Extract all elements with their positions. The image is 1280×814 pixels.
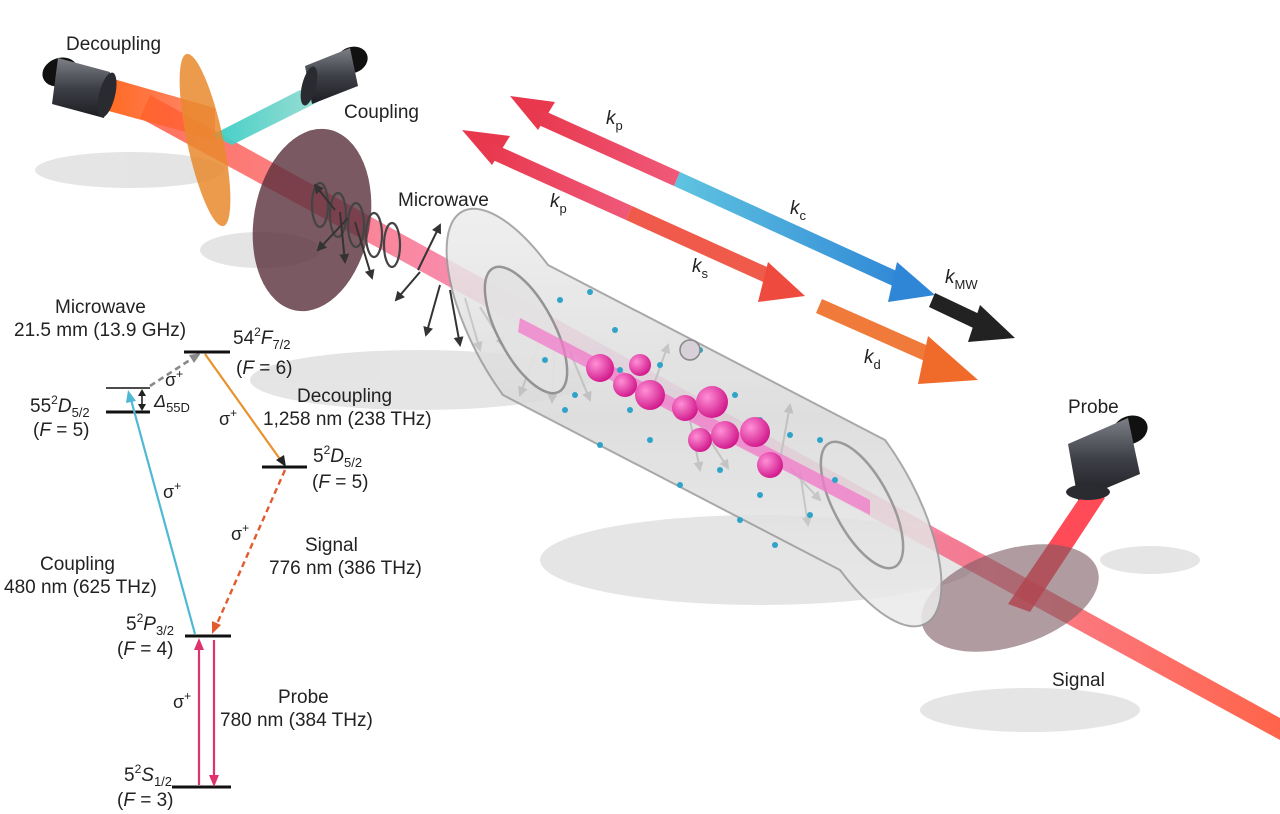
- microwave-transition-detail: 21.5 mm (13.9 GHz): [14, 320, 186, 341]
- microwave-field-icon: [310, 181, 402, 269]
- sigma-signal: σ+: [231, 521, 249, 544]
- dichroic-mirror-coupling: [252, 128, 372, 312]
- label-kp-lower: kp: [550, 191, 567, 216]
- decoupling-transition-detail: 1,258 nm (238 THz): [263, 409, 432, 430]
- coupling-laser-icon: [300, 46, 368, 106]
- decoupling-laser-label: Decoupling: [66, 34, 161, 55]
- sigma-decoupling: σ+: [219, 406, 237, 429]
- kd-arrowhead: [918, 336, 978, 384]
- signal-transition-name: Signal: [305, 535, 358, 556]
- level-label-5s12-f: (F = 3): [117, 790, 174, 811]
- optical-scene: [35, 46, 1280, 740]
- dichroic-mirror-output: [921, 544, 1099, 652]
- decoupling-transition-arrow: [204, 353, 283, 463]
- decoupling-transition-name: Decoupling: [297, 386, 392, 407]
- ks-arrowhead: [758, 262, 805, 302]
- level-label-54f72: 542F7/2: [233, 325, 291, 352]
- decoupling-laser-icon: [42, 57, 117, 118]
- level-label-55d52-f: (F = 5): [33, 420, 90, 441]
- kp-upper-shaft: [532, 108, 680, 186]
- detuning-label: Δ55D: [153, 391, 190, 415]
- level-label-5s12: 52S1/2: [124, 762, 172, 789]
- kp-upper-arrowhead: [510, 96, 555, 130]
- level-label-5p32: 52P3/2: [126, 611, 174, 638]
- wavevector-arrows: [462, 96, 1015, 384]
- level-label-5d52-f: (F = 5): [312, 472, 369, 493]
- signal-transition-arrow: [214, 469, 287, 627]
- label-kp-upper: kp: [606, 108, 623, 133]
- ks-shaft: [626, 206, 778, 286]
- sigma-probe: σ+: [173, 689, 191, 712]
- vapor-cell: [445, 207, 943, 628]
- level-label-55d52: 552D5/2: [30, 393, 90, 420]
- coupling-beam: [212, 90, 318, 145]
- level-label-5p32-f: (F = 4): [117, 639, 174, 660]
- kp-lower-arrowhead: [462, 130, 510, 165]
- level-label-54f72-f: (F = 6): [236, 358, 293, 379]
- sigma-coupling: σ+: [163, 479, 181, 502]
- microwave-transition-arrow: [149, 354, 197, 388]
- level-label-5d52: 52D5/2: [313, 443, 362, 470]
- coupling-transition-name: Coupling: [40, 554, 115, 575]
- label-kc: kc: [790, 198, 807, 223]
- kc-shaft: [674, 172, 912, 292]
- probe-laser-label: Probe: [1068, 397, 1119, 418]
- signal-output-label: Signal: [1052, 670, 1105, 691]
- probe-transition-name: Probe: [278, 687, 329, 708]
- kmw-arrowhead: [968, 305, 1015, 342]
- microwave-field-label: Microwave: [398, 190, 489, 211]
- signal-transition-detail: 776 nm (386 THz): [269, 558, 422, 579]
- coupling-transition-arrow: [128, 395, 197, 635]
- microwave-transition-name: Microwave: [55, 297, 146, 318]
- label-kmw: kMW: [945, 267, 978, 292]
- kc-arrowhead: [888, 262, 935, 302]
- coupling-laser-label: Coupling: [344, 102, 419, 123]
- kd-shaft: [816, 299, 942, 366]
- dichroic-mirror-decoupling: [179, 53, 231, 227]
- probe-transition-detail: 780 nm (384 THz): [220, 710, 373, 731]
- kp-lower-shaft: [484, 142, 632, 220]
- coupling-transition-detail: 480 nm (625 THz): [4, 577, 157, 598]
- probe-laser-icon: [1066, 415, 1148, 500]
- label-ks: ks: [692, 256, 709, 281]
- label-kd: kd: [864, 347, 881, 372]
- energy-level-diagram: [106, 350, 307, 789]
- sigma-microwave: σ+: [165, 367, 183, 390]
